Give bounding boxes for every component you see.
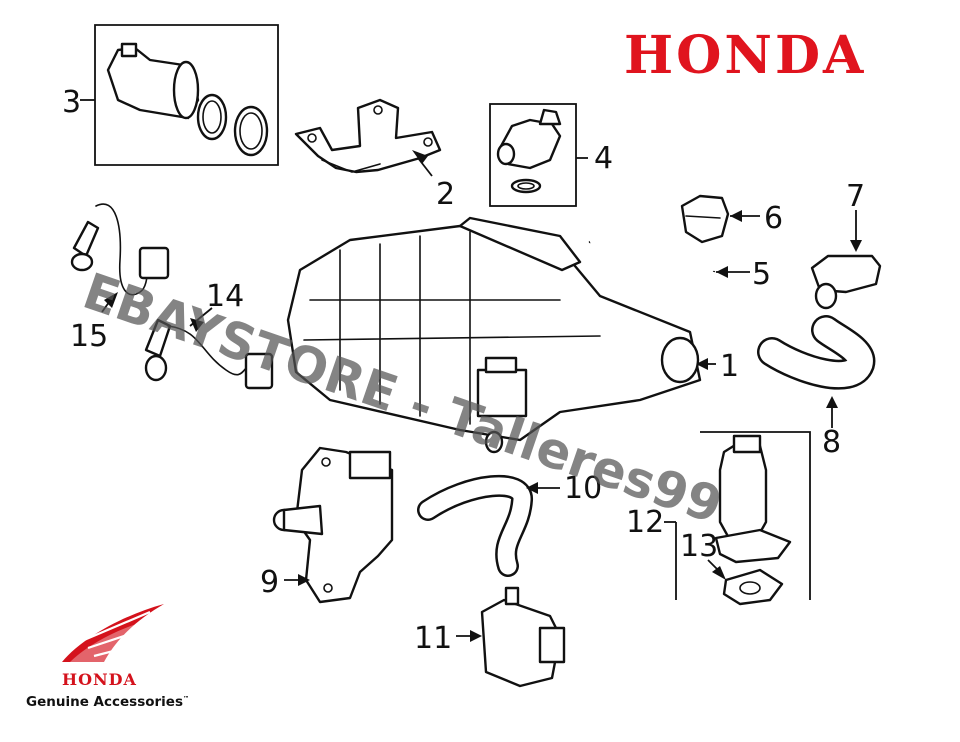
part-8-elbow-hose	[757, 315, 876, 428]
callout-12: 12	[626, 505, 664, 540]
callout-15: 15	[70, 319, 108, 354]
callout-14: 14	[206, 279, 244, 314]
part-13-gasket	[707, 559, 784, 606]
tagline-text: Genuine Accessories	[26, 694, 183, 710]
callout-6: 6	[764, 201, 783, 236]
part-10-hose	[417, 474, 560, 577]
part-9-valve-housing	[272, 446, 394, 604]
callout-8: 8	[822, 425, 841, 460]
honda-wordmark: HONDA	[624, 25, 867, 86]
part-2-bracket	[294, 98, 442, 177]
honda-wing-text: HONDA	[62, 670, 137, 689]
part-6-cap	[680, 194, 760, 244]
callout-5: 5	[752, 257, 771, 292]
part-12-egr-valve	[664, 431, 811, 600]
honda-wing-logo	[62, 604, 164, 662]
genuine-accessories-tagline: Genuine Accessories™	[26, 694, 189, 710]
part-5-hose	[588, 229, 750, 281]
part-3-sensor-group	[80, 24, 279, 166]
callout-3: 3	[62, 85, 81, 120]
callout-9: 9	[260, 565, 279, 600]
callout-2: 2	[436, 177, 455, 212]
part-4-map-sensor	[489, 103, 588, 207]
callout-10: 10	[564, 471, 602, 506]
callout-7: 7	[846, 179, 865, 214]
callout-1: 1	[720, 349, 739, 384]
trademark-mark: ™	[182, 695, 189, 703]
part-15-oxygen-sensor	[70, 203, 170, 313]
callout-4: 4	[594, 141, 613, 176]
callout-13: 13	[680, 529, 718, 564]
part-14-oxygen-sensor	[144, 307, 274, 390]
part-7-valve	[810, 210, 882, 310]
part-1-canister	[286, 216, 716, 454]
callout-11: 11	[414, 621, 452, 656]
part-11-valve	[456, 586, 566, 688]
